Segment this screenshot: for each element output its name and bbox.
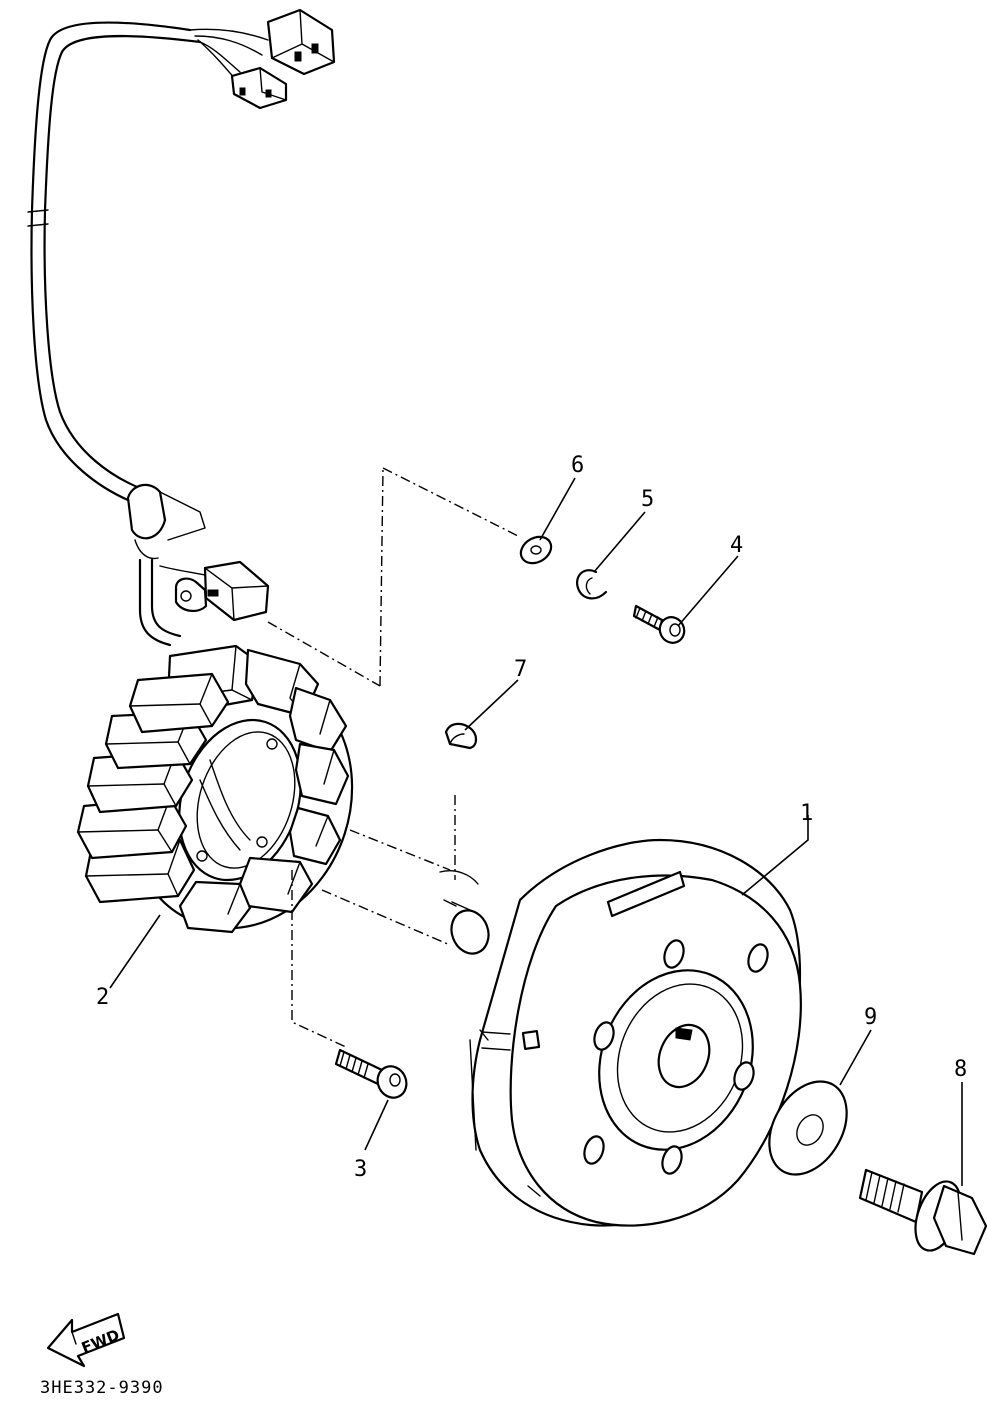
woodruff-key-7 <box>444 722 478 750</box>
wire-grommet <box>126 483 206 647</box>
callout-leaders <box>109 477 963 1186</box>
bolt-8 <box>858 1168 987 1256</box>
washer-6 <box>519 535 553 565</box>
main-coupler <box>266 8 336 76</box>
bolt-3 <box>334 1048 408 1099</box>
callout-8: 8 <box>954 1057 967 1082</box>
callout-5: 5 <box>641 487 654 512</box>
callout-1: 1 <box>800 801 813 826</box>
callout-6: 6 <box>571 453 584 478</box>
stator-assembly <box>76 644 354 934</box>
drawing-code: 3HE332-9390 <box>40 1378 164 1398</box>
crankshaft-end <box>439 870 490 955</box>
screw-4 <box>632 604 686 644</box>
assembly-projection-lines <box>267 467 519 1049</box>
stator-coil-poles <box>76 644 350 934</box>
rotor-flywheel <box>469 838 802 1227</box>
callout-9: 9 <box>864 1005 877 1030</box>
small-coupler <box>230 66 288 110</box>
callout-7: 7 <box>514 657 527 682</box>
washer-9 <box>768 1080 848 1176</box>
fwd-arrow-icon: FWD <box>46 1312 126 1368</box>
callout-labels: 1 2 3 4 5 6 7 8 9 <box>96 453 967 1182</box>
pulser-coil <box>159 560 270 622</box>
circlip-5 <box>576 569 608 600</box>
callout-4: 4 <box>730 533 743 558</box>
callout-2: 2 <box>96 985 109 1010</box>
lead-wire-harness <box>27 21 269 507</box>
callout-3: 3 <box>354 1157 367 1182</box>
